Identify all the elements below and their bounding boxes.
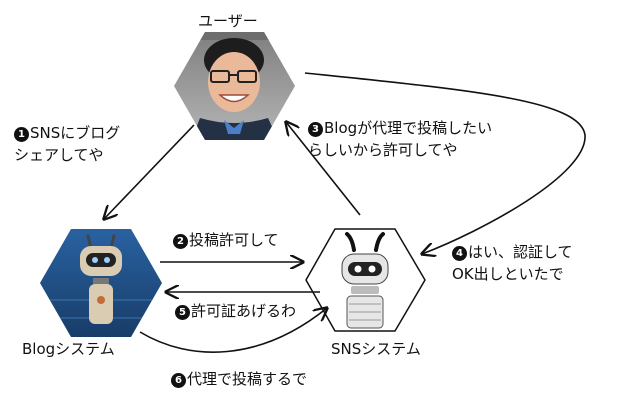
arrow-step-4 — [304, 72, 586, 254]
robot-icon — [341, 232, 389, 329]
arrow-step-3 — [286, 122, 361, 216]
user-node — [174, 32, 295, 140]
sns-system-label: SNSシステム — [331, 340, 421, 358]
step-number-badge: 2 — [173, 234, 188, 249]
step-number-badge: 6 — [171, 373, 186, 388]
blog-system-node — [40, 229, 162, 337]
step-number-badge: 3 — [308, 122, 323, 137]
step-number-badge: 4 — [452, 246, 467, 261]
sns-system-node — [305, 228, 426, 332]
step-number-badge: 5 — [175, 305, 190, 320]
user-avatar — [174, 32, 295, 140]
arrow-step-1 — [104, 124, 195, 219]
user-label: ユーザー — [198, 12, 258, 30]
arrow-step-6 — [139, 308, 327, 353]
robot-icon — [80, 234, 122, 324]
blog-system-label: Blogシステム — [22, 340, 115, 358]
step-number-badge: 1 — [14, 127, 29, 142]
